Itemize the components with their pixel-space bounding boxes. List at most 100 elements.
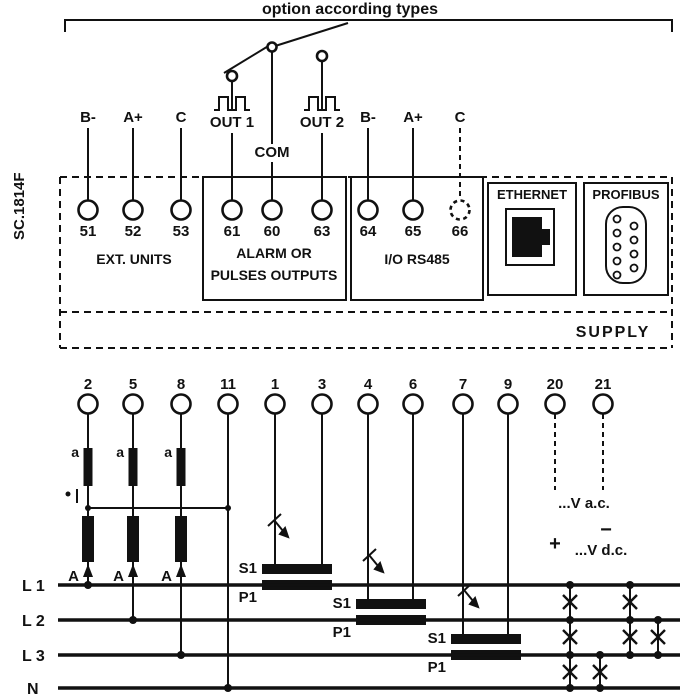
terminal-66: 66 (452, 223, 469, 240)
fuse-label-2: a (116, 444, 124, 460)
profibus-module: PROFIBUS (583, 182, 669, 296)
aux-plus-sign: + (549, 533, 561, 555)
junction-dot (566, 581, 574, 589)
aux-supply: ...V a.c. + − ...V d.c. (549, 414, 627, 559)
terminal-4: 4 (364, 376, 373, 393)
terminal-circle-52 (122, 199, 144, 221)
terminal-circle-20 (544, 393, 566, 415)
fuse-label-1: a (71, 444, 79, 460)
signal-a-plus-2: A+ (403, 109, 423, 126)
terminal-circle-1 (264, 393, 286, 415)
vt-primary-3 (175, 516, 187, 562)
terminal-9: 9 (504, 376, 512, 393)
vt-primary-1 (82, 516, 94, 562)
signal-c: C (176, 109, 187, 126)
option-bracket: option according types (64, 1, 673, 32)
junction-dot-l3 (177, 651, 185, 659)
terminal-circle-65 (402, 199, 424, 221)
terminal-circle-66-optional (449, 199, 471, 221)
junction-dot (85, 505, 91, 511)
ct3-secondary-bar (451, 634, 521, 644)
bracket-line (64, 19, 673, 32)
phase-arrow-label-3: A (161, 568, 172, 585)
terminal-6: 6 (409, 376, 417, 393)
profibus-label: PROFIBUS (592, 187, 660, 202)
terminal-circle-21 (592, 393, 614, 415)
junction-dot-l2 (129, 616, 137, 624)
junction-dot (566, 616, 574, 624)
signal-b-minus-2: B- (360, 109, 376, 126)
terminal-circle-9 (497, 393, 519, 415)
terminal-64: 64 (360, 223, 377, 240)
alarm-outputs: OUT 1 OUT 2 COM (210, 61, 344, 200)
ct1-polarity-arrow (267, 513, 289, 538)
alarm-label-line2: PULSES OUTPUTS (211, 267, 338, 283)
top-terminal-row: 51 52 53 61 60 63 64 65 66 (77, 199, 471, 240)
ct3-p1-label: P1 (428, 659, 446, 676)
phase-arrow-label-2: A (113, 568, 124, 585)
db9-connector-icon (605, 206, 647, 284)
ethernet-module: ETHERNET (487, 182, 577, 296)
ct1: S1 P1 (239, 414, 332, 606)
out2-label: OUT 2 (300, 114, 344, 131)
terminal-52: 52 (125, 223, 142, 240)
terminal-63: 63 (314, 223, 331, 240)
switch-pivot (266, 41, 278, 53)
terminal-51: 51 (80, 223, 97, 240)
signal-a-plus: A+ (123, 109, 143, 126)
terminal-2: 2 (84, 376, 92, 393)
terminal-circle-3 (311, 393, 333, 415)
terminal-circle-60 (261, 199, 283, 221)
ct2-s1-label: S1 (333, 595, 351, 612)
ct1-p1-label: P1 (239, 589, 257, 606)
terminal-circle-64 (357, 199, 379, 221)
rj45-port-outline (505, 208, 555, 266)
switch-contact-out2 (315, 49, 329, 63)
rs485-signals: B- A+ C (360, 109, 466, 200)
ct3-polarity-arrow (457, 583, 479, 608)
aux-ac-label: ...V a.c. (558, 495, 610, 512)
alarm-label-line1: ALARM OR (236, 245, 311, 261)
switch-contact-out1 (225, 69, 239, 83)
terminal-1: 1 (271, 376, 279, 393)
terminal-circle-8 (170, 393, 192, 415)
junction-dot (626, 616, 634, 624)
current-arrow-2 (128, 564, 138, 577)
line-label-l2: L 2 (22, 613, 45, 630)
voltage-fuse-3 (176, 448, 186, 486)
ct1-s1-label: S1 (239, 560, 257, 577)
vt-common-dot-mark (65, 491, 71, 497)
switch-arm-2 (271, 22, 349, 48)
voltage-fuse-1 (83, 448, 93, 486)
terminal-circle-5 (122, 393, 144, 415)
terminal-3: 3 (318, 376, 326, 393)
ct2-polarity-arrow (362, 548, 384, 573)
ct3-s1-label: S1 (428, 630, 446, 647)
switch-arm-1 (223, 44, 271, 74)
junction-dot (626, 581, 634, 589)
junction-dot-n (224, 684, 232, 692)
ext-units-signals: B- A+ C (80, 109, 187, 200)
ct1-secondary-bar (262, 564, 332, 574)
junction-dot (626, 651, 634, 659)
terminal-circle-51 (77, 199, 99, 221)
profibus-box (583, 182, 669, 296)
power-lines: L 1 L 2 L 3 N (22, 578, 680, 698)
terminal-53: 53 (173, 223, 190, 240)
ethernet-label: ETHERNET (497, 187, 567, 202)
voltage-circuit: a a a A A A (65, 414, 231, 688)
device-model-label: SC.1814F (11, 172, 28, 240)
diagram-title: option according types (262, 1, 438, 18)
ct2-secondary-bar (356, 599, 426, 609)
terminal-65: 65 (405, 223, 422, 240)
phase-arrow-label-1: A (68, 568, 79, 585)
terminal-60: 60 (264, 223, 281, 240)
com-label: COM (255, 144, 290, 161)
current-arrow-3 (176, 564, 186, 577)
changeover-switch (223, 22, 349, 200)
line-label-n: N (27, 681, 39, 698)
terminal-20: 20 (547, 376, 564, 393)
junction-dot (654, 651, 662, 659)
ct2-p1-label: P1 (333, 624, 351, 641)
